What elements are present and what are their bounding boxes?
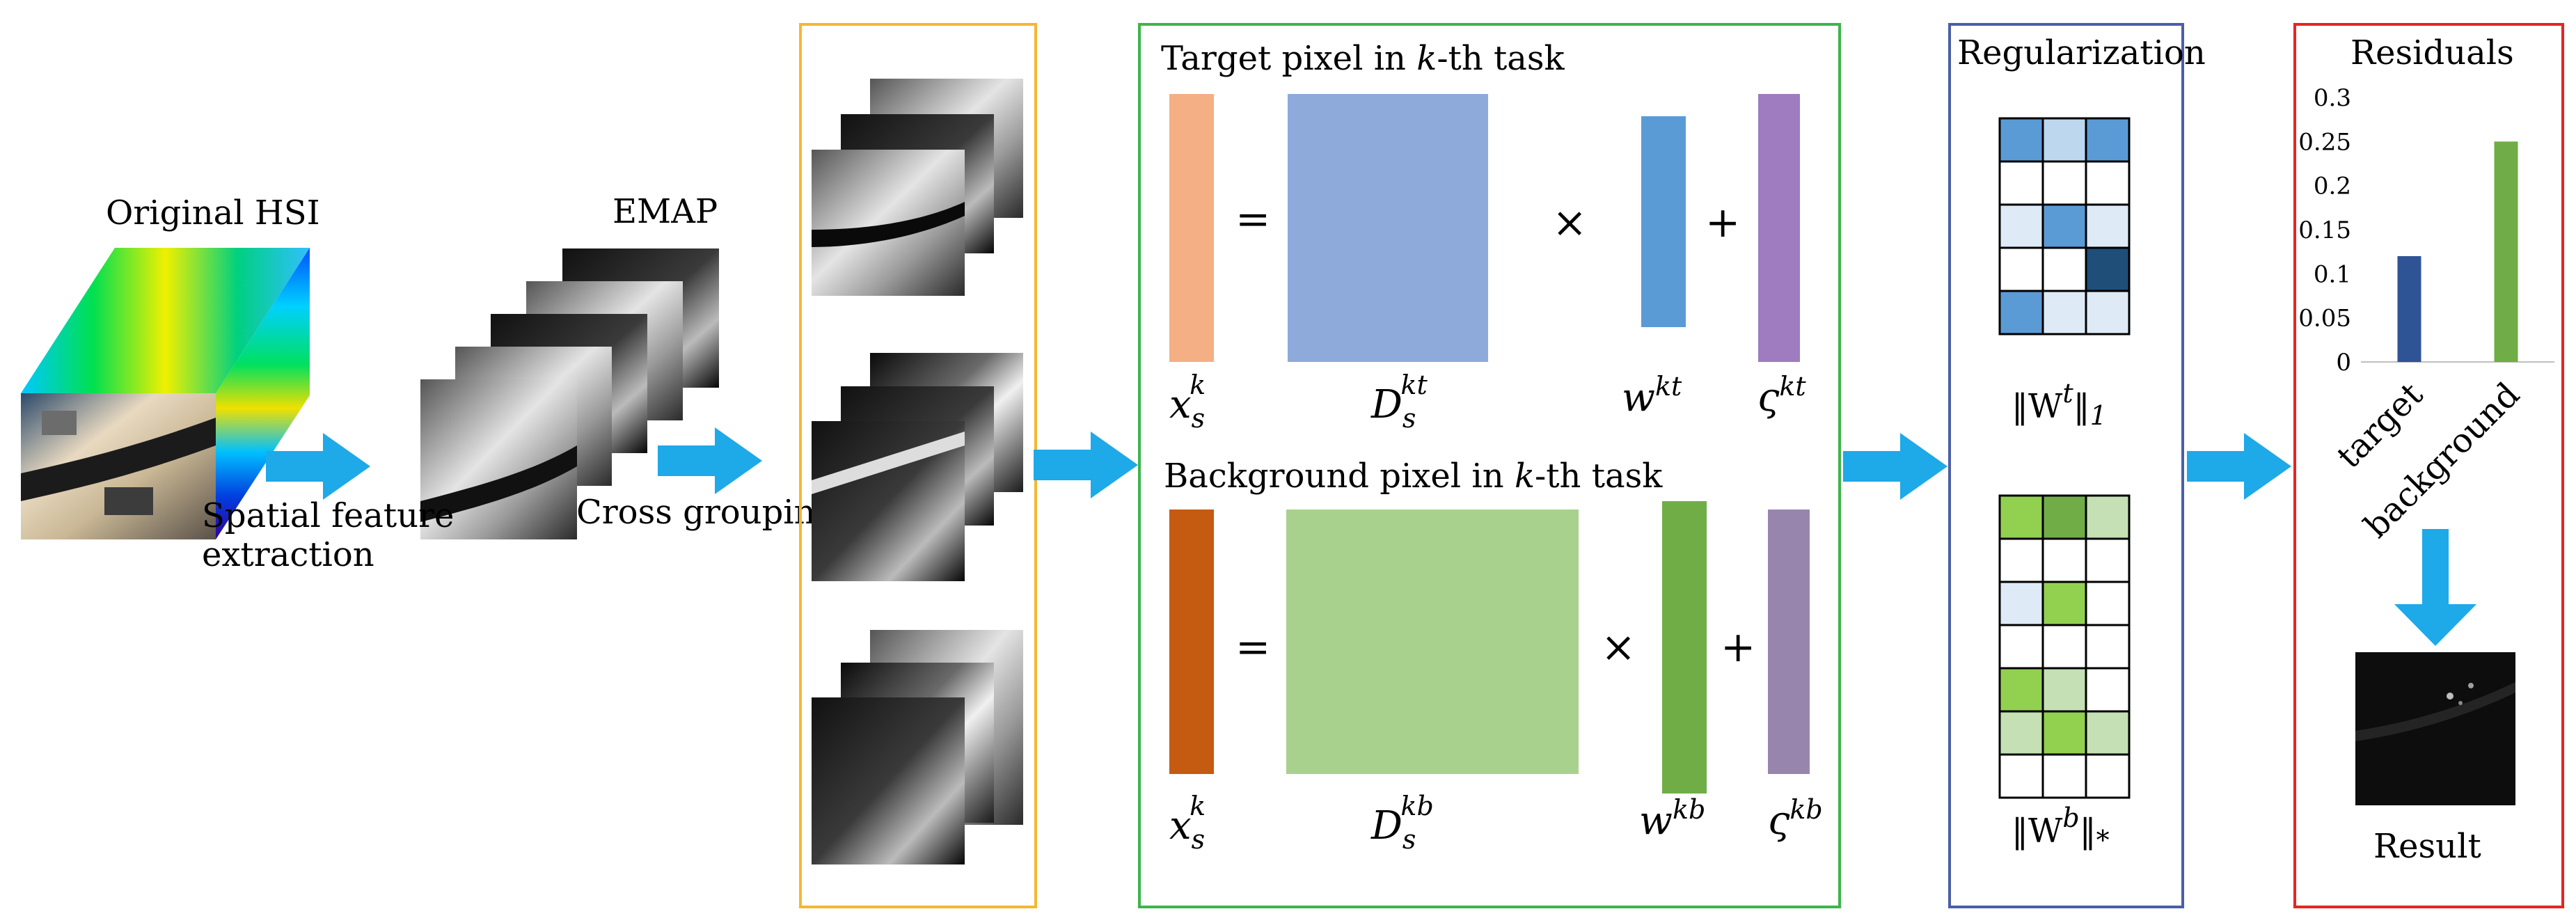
background-noise-vector — [1768, 510, 1810, 774]
target-w-label: wkt — [1622, 371, 1682, 420]
target-matrix-cell — [1998, 160, 2044, 206]
target-x-label: xsk — [1169, 370, 1206, 434]
background-matrix-cell — [1998, 581, 2044, 626]
background-matrix-cell — [2085, 753, 2131, 799]
arrow-emap-to-groups — [658, 427, 762, 494]
spatial-feature-label-2: extraction — [202, 535, 374, 574]
y-tick-label: 0.3 — [2314, 84, 2351, 112]
arrow-tasks-to-regularization — [1843, 433, 1947, 500]
emap-stack — [420, 248, 719, 539]
background-task-title: Background pixel in k-th task — [1164, 457, 1663, 496]
arrow-hsi-to-emap — [266, 433, 370, 500]
background-noise-label: ςkb — [1768, 794, 1823, 844]
background-matrix-cell — [1998, 537, 2044, 583]
background-matrix-cell — [2041, 581, 2087, 626]
target-matrix-cell — [1998, 117, 2044, 163]
target-plus: + — [1705, 198, 1740, 247]
background-matrix-cell — [2041, 753, 2087, 799]
background-w-vector — [1662, 501, 1707, 793]
target-w-vector — [1641, 116, 1686, 327]
background-d-label: Dskb — [1370, 791, 1434, 855]
target-matrix-cell — [1998, 246, 2044, 292]
background-matrix-cell — [2085, 624, 2131, 670]
result-label: Result — [2373, 827, 2481, 866]
arrow-regularization-to-residuals — [2187, 433, 2291, 500]
target-task-title: Target pixel in k-th task — [1161, 39, 1565, 78]
group-stack-1 — [812, 79, 1023, 296]
target-matrix-cell — [2041, 246, 2087, 292]
cross-grouping-label: Cross grouping — [576, 493, 837, 532]
background-w-label: wkb — [1639, 794, 1705, 844]
target-matrix-cell — [2041, 117, 2087, 163]
residuals-frame — [2293, 23, 2564, 908]
target-norm-label: ‖Wt‖1 — [2012, 378, 2107, 431]
result-image — [2355, 652, 2515, 805]
y-tick-label: 0.1 — [2314, 260, 2351, 288]
target-matrix-cell — [2085, 203, 2131, 249]
y-tick-label: 0 — [2336, 349, 2351, 377]
background-matrix-cell — [2041, 537, 2087, 583]
background-matrix-cell — [2085, 667, 2131, 713]
regularization-frame — [1948, 23, 2184, 908]
arrow-residuals-to-result — [2394, 529, 2476, 646]
y-tick-label: 0.25 — [2298, 128, 2351, 156]
background-matrix-cell — [2085, 537, 2131, 583]
target-matrix-cell — [2041, 160, 2087, 206]
spatial-feature-label-1: Spatial feature — [202, 496, 454, 535]
target-equals: = — [1235, 195, 1270, 244]
group-stack-2 — [812, 353, 1023, 581]
regularization-title: Regularization — [1957, 33, 2206, 72]
y-tick-label: 0.15 — [2298, 216, 2351, 244]
group-stack-3 — [812, 630, 1023, 864]
target-times: × — [1552, 198, 1587, 247]
target-matrix-cell — [2041, 203, 2087, 249]
y-tick-label: 0.2 — [2314, 173, 2351, 200]
background-matrix-cell — [2085, 581, 2131, 626]
target-weight-matrix — [1998, 117, 2131, 335]
bar-background — [2494, 141, 2518, 363]
background-matrix-cell — [1998, 624, 2044, 670]
tasks-frame — [1138, 23, 1841, 908]
target-x-vector — [1169, 94, 1214, 362]
target-d-label: Dskt — [1370, 370, 1428, 434]
background-matrix-cell — [2041, 667, 2087, 713]
background-matrix-cell — [1998, 753, 2044, 799]
background-matrix-cell — [1998, 667, 2044, 713]
background-equals: = — [1235, 623, 1270, 672]
background-matrix-cell — [2041, 710, 2087, 756]
target-matrix-cell — [2085, 160, 2131, 206]
target-matrix-cell — [2085, 290, 2131, 335]
bar-target — [2397, 256, 2421, 362]
target-matrix-cell — [2041, 290, 2087, 335]
y-tick-label: 0.05 — [2298, 305, 2351, 333]
target-dictionary — [1288, 94, 1488, 362]
background-x-label: xsk — [1169, 791, 1206, 855]
background-matrix-cell — [2041, 494, 2087, 540]
target-noise-label: ςkt — [1757, 371, 1806, 420]
background-matrix-cell — [2041, 624, 2087, 670]
residuals-chart: Residuals 0.30.250.20.150.10.050targetba… — [2298, 33, 2554, 546]
target-matrix-cell — [1998, 290, 2044, 335]
background-plus: + — [1721, 623, 1755, 672]
target-matrix-cell — [2085, 117, 2131, 163]
emap-label: EMAP — [613, 192, 718, 231]
hsi-cube — [21, 248, 310, 539]
chart-title: Residuals — [2350, 33, 2514, 72]
background-weight-matrix — [1998, 494, 2131, 799]
original-hsi-label: Original HSI — [106, 194, 320, 232]
target-matrix-cell — [1998, 203, 2044, 249]
arrow-groups-to-tasks — [1034, 432, 1138, 498]
target-matrix-cell — [2085, 246, 2131, 292]
background-times: × — [1601, 623, 1636, 672]
background-matrix-cell — [1998, 710, 2044, 756]
background-dictionary — [1286, 510, 1579, 774]
background-x-vector — [1169, 510, 1214, 774]
background-matrix-cell — [1998, 494, 2044, 540]
background-matrix-cell — [2085, 494, 2131, 540]
background-norm-label: ‖Wb‖* — [2012, 803, 2110, 855]
background-matrix-cell — [2085, 710, 2131, 756]
target-noise-vector — [1758, 94, 1800, 362]
